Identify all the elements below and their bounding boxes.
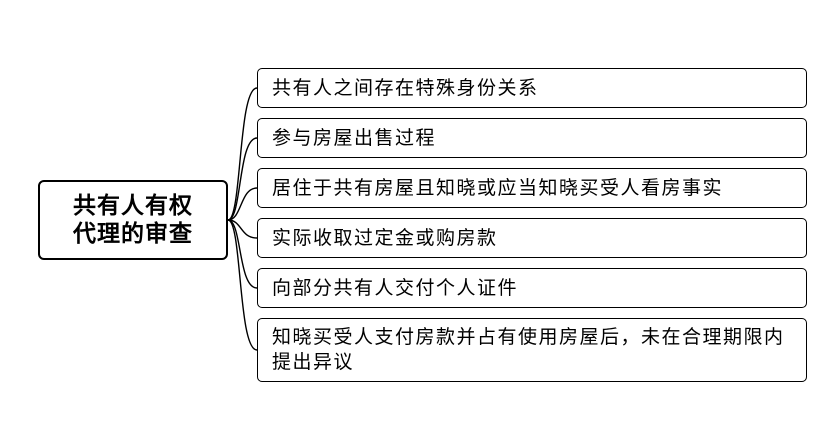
branch-node-2: 参与房屋出售过程 [257,118,807,158]
branch-node-4: 实际收取过定金或购房款 [257,218,807,258]
branch-node-label: 向部分共有人交付个人证件 [272,276,519,299]
branch-node-label: 共有人之间存在特殊身份关系 [272,76,539,99]
branch-node-1: 共有人之间存在特殊身份关系 [257,68,807,108]
root-node: 共有人有权 代理的审查 [38,180,228,260]
branch-node-label: 参与房屋出售过程 [272,126,437,149]
branch-node-3: 居住于共有房屋且知晓或应当知晓买受人看房事实 [257,168,807,208]
branch-node-label: 居住于共有房屋且知晓或应当知晓买受人看房事实 [272,176,724,199]
connector-1 [227,87,258,221]
branch-node-label: 实际收取过定金或购房款 [272,226,498,249]
branch-node-label: 知晓买受人支付房款并占有使用房屋后，未在合理期限内提出异议 [272,326,785,373]
branch-node-5: 向部分共有人交付个人证件 [257,268,807,308]
connector-2 [227,137,258,221]
branch-node-6: 知晓买受人支付房款并占有使用房屋后，未在合理期限内提出异议 [257,318,807,382]
root-node-label: 共有人有权 代理的审查 [73,192,193,247]
connector-6 [227,219,258,351]
connector-5 [227,219,258,289]
connector-3 [227,187,258,221]
